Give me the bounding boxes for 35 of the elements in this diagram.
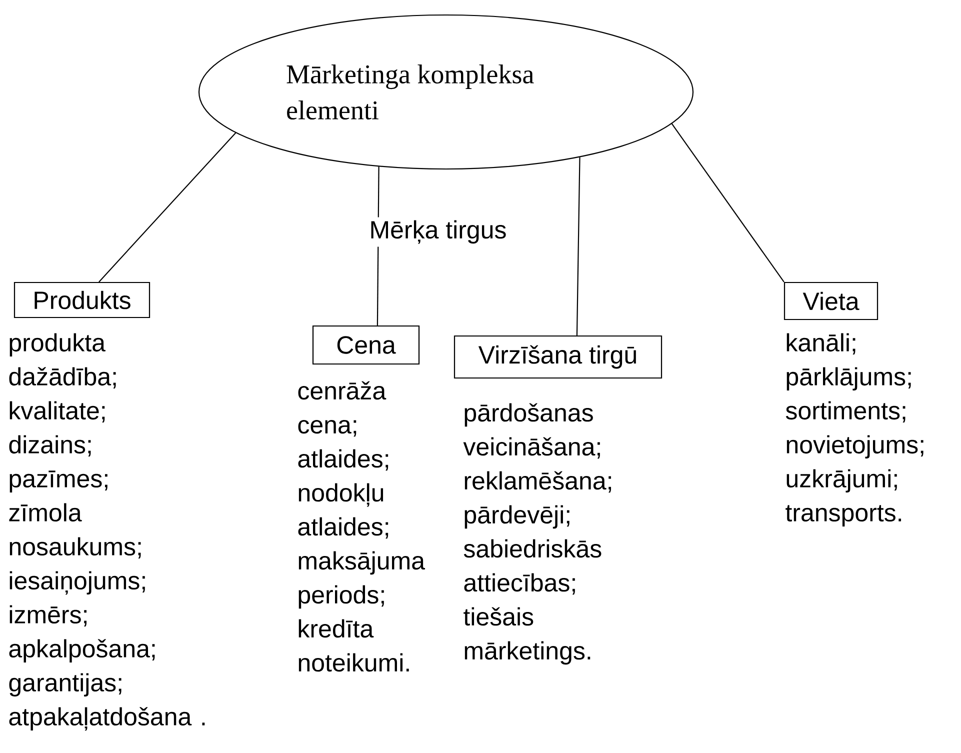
list-item: pārklājums; [786,367,911,390]
list-item: pārdevēji; [464,505,570,529]
list-item: atpakaļatdošana . [9,707,205,731]
list-item: sortiments; [786,401,906,422]
list-item: kredīta noteikumi. [298,619,409,672]
list-item: pazīmes; [10,470,108,492]
list-item: cenrāža cena; [298,381,386,437]
connector-line [576,157,580,336]
connector-line [671,123,784,282]
list-item: novietojums; [786,435,924,458]
list-item: atlaides; [298,449,388,471]
list-item: maksājuma periods; [298,551,426,609]
list-item: kanāli; [786,333,856,354]
list-item: produkta dažādība; [9,333,116,388]
list-item: apkalpošana; [9,639,155,662]
list-item: pārdošanas veicināšana; [463,403,600,459]
category-box: Virzīšana tirgū [454,335,662,379]
list-item: nodokļu atlaides; [298,483,388,539]
connector-line [98,132,236,282]
category-box: Vieta [784,282,878,320]
list-item: zīmola nosaukums; [9,503,141,558]
list-item: izmērs; [10,605,86,626]
edge-label: Mērķa tirgus [366,217,510,247]
list-item: dizains; [9,435,91,456]
list-item: uzkrājumi; [786,469,897,492]
list-item: sabiedriskās attiecības; [464,539,602,595]
list-item: kvalitate; [10,401,105,422]
category-box: Produkts [14,282,150,318]
list-item: transports. [786,505,902,526]
list-item: iesaiņojums; [10,571,145,595]
ellipse-node: Mārketinga kompleksa elementi [198,14,694,170]
category-box: Cena [312,325,420,365]
list-item: reklamēšana; [464,471,611,493]
list-item: garantijas; [9,673,122,696]
list-item: tiešais mārketings. [464,607,590,665]
